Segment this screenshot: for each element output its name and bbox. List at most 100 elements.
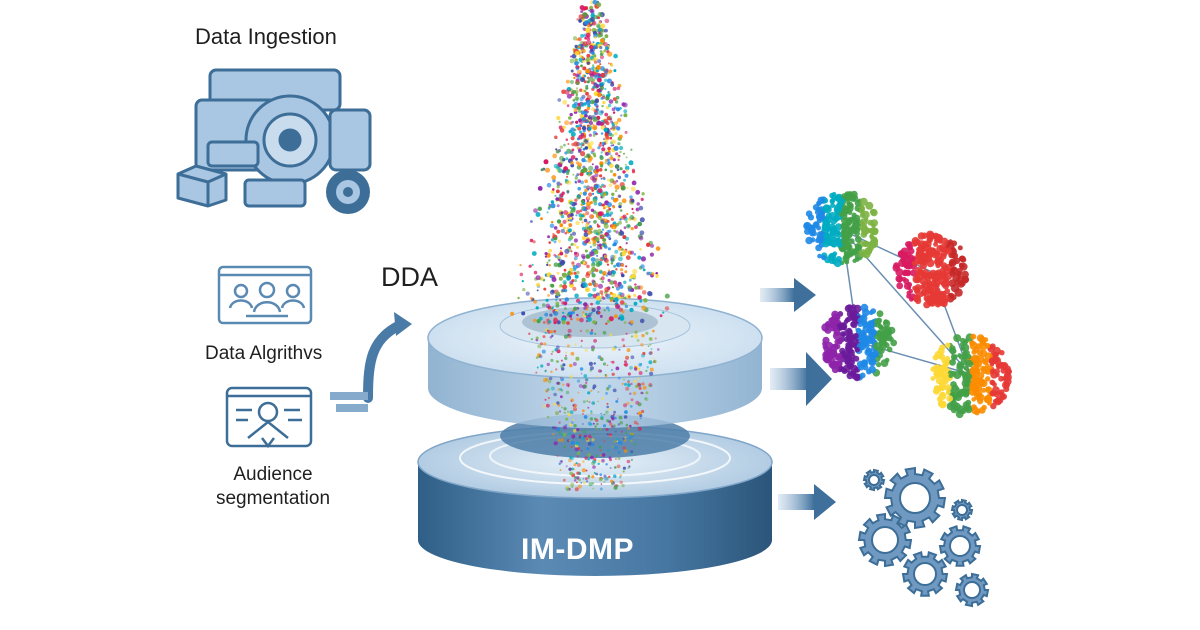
data-particle [635,207,640,212]
data-particle [579,130,583,134]
data-particle [624,362,629,367]
data-particle [616,262,622,268]
cluster-dot [840,222,847,230]
data-particle [629,432,632,435]
data-particle [546,261,549,264]
data-particle [613,53,618,59]
cluster-dot [953,354,958,359]
data-particle [588,220,591,223]
data-particle [601,104,604,108]
data-particle [569,471,573,476]
data-particle [592,465,596,469]
data-particle [585,68,590,74]
data-particle [611,417,615,421]
data-particle [586,264,590,269]
data-particle [581,125,587,131]
data-particle [529,238,534,243]
data-particle [600,219,605,224]
data-particle [557,438,561,442]
data-particle [601,453,606,457]
data-particle [522,287,526,292]
data-particle [599,270,603,274]
data-particle [597,34,601,38]
data-particle [606,364,609,367]
data-particle [556,115,561,121]
data-particle [569,79,575,85]
data-particle [580,261,584,265]
data-particle [548,248,552,253]
data-particle [559,155,565,161]
data-particle [624,302,627,306]
data-particle [625,220,628,224]
data-particle [596,254,599,257]
data-particle [530,338,534,341]
data-particle [566,276,571,281]
data-particle [579,217,583,221]
data-particle [558,276,563,281]
data-particle [595,23,601,29]
data-particle [556,455,559,457]
data-particle [603,49,607,53]
data-particle [575,87,579,90]
data-particle [582,134,587,139]
data-particle [598,225,601,228]
data-particle [551,350,554,353]
data-particle [587,391,591,395]
data-particle [616,305,621,310]
data-particle [610,299,613,303]
data-particle [553,226,558,230]
cluster-dot [858,334,867,343]
data-particle [598,168,603,172]
data-particle [624,431,628,434]
dda-arrow-icon [330,312,412,412]
cluster-dot [897,250,905,258]
data-particle [607,449,610,452]
data-particle [633,301,638,306]
output-arrow-icon [760,278,816,312]
data-particle [597,369,602,373]
data-particle [560,367,565,371]
data-particle [559,299,562,302]
cluster-dot [852,214,861,222]
data-particle [563,407,567,411]
data-particle [602,243,606,246]
data-particle [588,361,594,366]
data-particle [600,86,604,90]
cluster-dot [908,289,913,294]
data-particle [584,36,587,40]
data-particle [605,322,608,325]
data-particle [598,81,604,87]
data-particle [630,250,634,255]
cluster-dot [822,240,830,248]
data-particle [566,148,572,154]
data-particle [582,66,587,71]
data-particle [619,230,625,236]
data-particle [634,225,638,230]
cluster-dot [830,203,836,208]
data-particle [582,477,585,480]
cluster-dot [946,402,955,411]
cluster-dot [934,385,942,394]
data-particle [573,264,578,270]
data-cluster [892,230,970,309]
data-particle [630,458,634,461]
data-particle [606,78,612,84]
data-particle [642,385,647,390]
data-particle [589,8,594,13]
data-particle [566,190,570,194]
cluster-dot [817,253,822,259]
data-particle [552,153,558,159]
data-particle [548,320,552,324]
data-particle [631,432,634,436]
output-arrow-icon [778,484,836,520]
cluster-dot [971,384,980,393]
data-particle [562,363,566,367]
data-particle [573,76,576,80]
data-particle [585,381,588,384]
data-particle [612,158,616,162]
data-particle [611,482,614,486]
data-particle [604,159,608,162]
data-particle [587,230,592,235]
data-particle [575,220,580,226]
cluster-dot [953,370,962,380]
